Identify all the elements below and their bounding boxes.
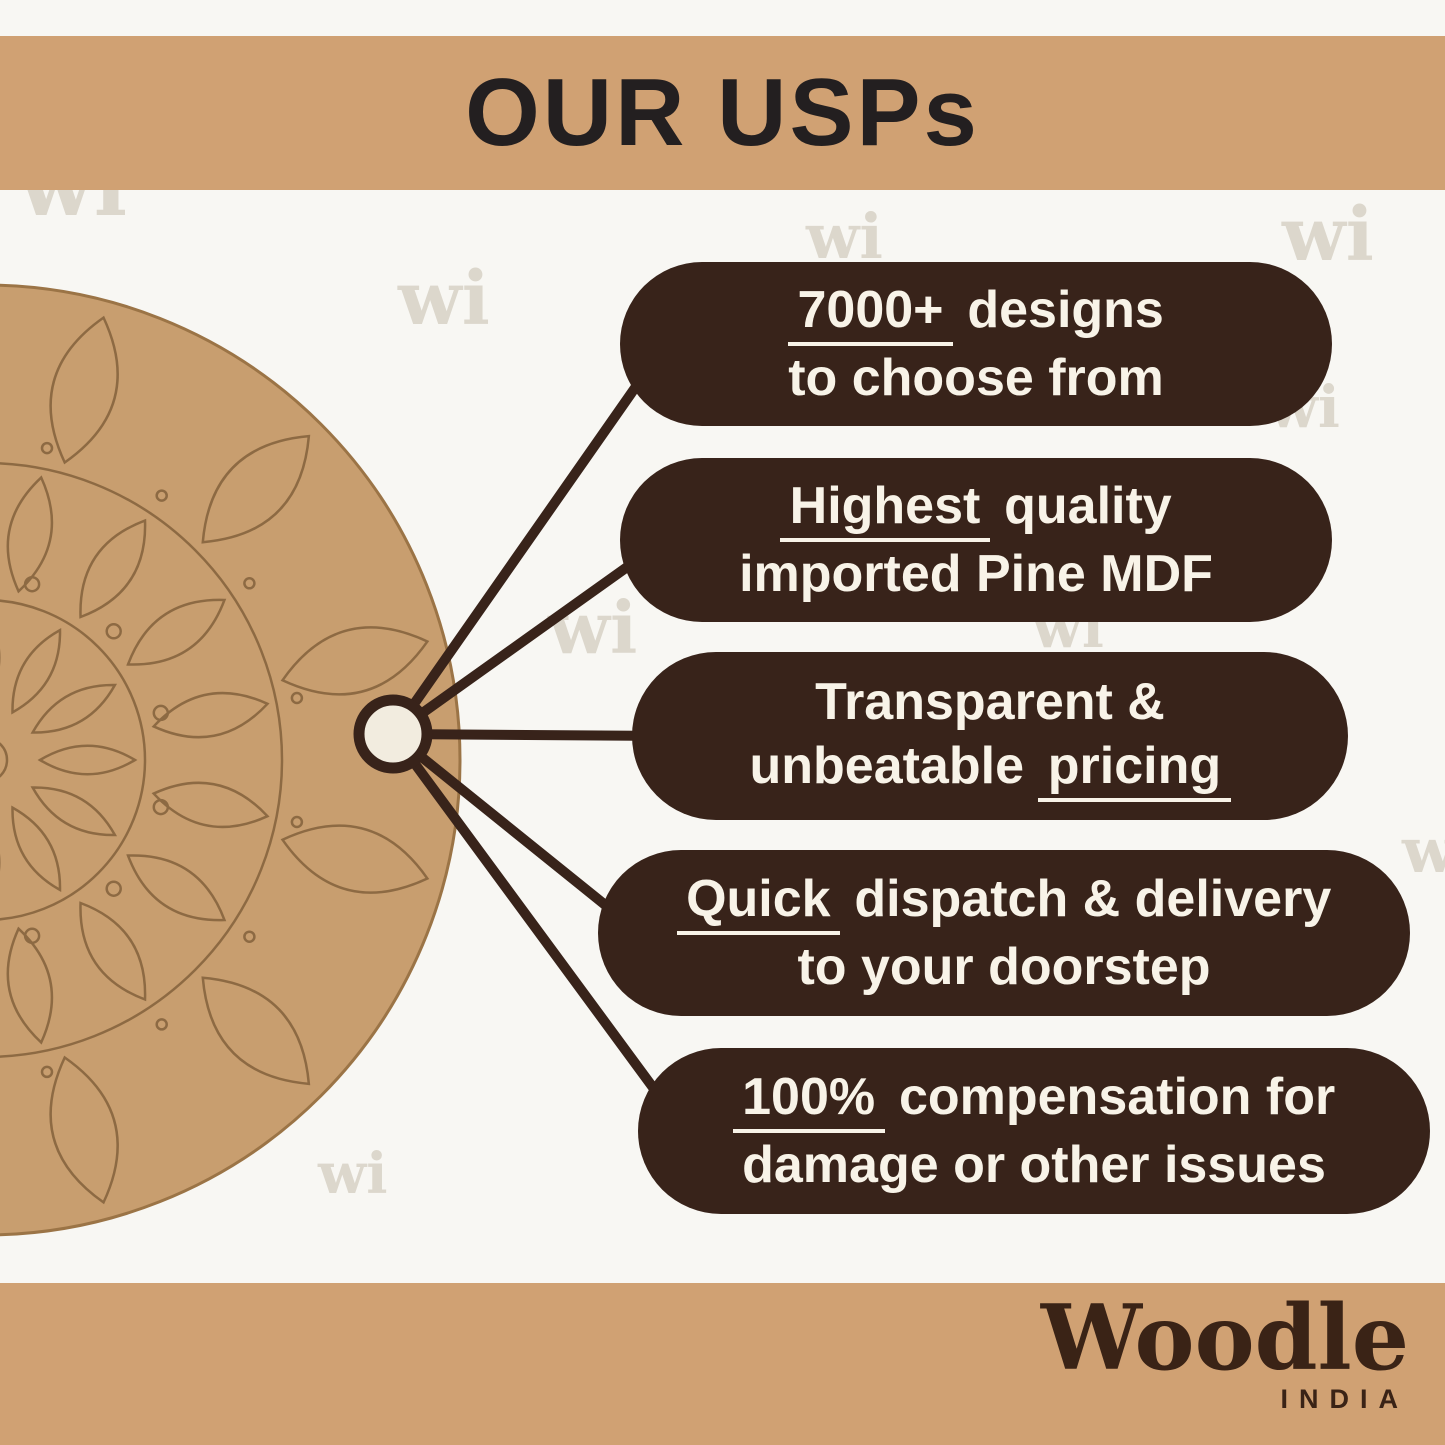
- connector-line: [388, 729, 680, 741]
- usp-text: imported Pine MDF: [739, 544, 1213, 603]
- hub-node: [353, 694, 433, 774]
- usp-text: unbeatable: [749, 737, 1039, 796]
- usp-text-line: 7000+ designs: [620, 278, 1332, 346]
- usp-pill-pricing: Transparent & unbeatable pricing: [632, 652, 1348, 820]
- watermark: wi: [1282, 192, 1374, 278]
- watermark: wi: [398, 256, 490, 342]
- usp-text-line: unbeatable pricing: [632, 734, 1348, 803]
- usp-text: quality: [989, 476, 1172, 535]
- mdf-disc: [0, 283, 462, 1237]
- usp-underlined-text: 100%: [732, 1070, 885, 1133]
- page-title: OUR USPs: [465, 59, 980, 166]
- usp-underlined-text: Highest: [780, 479, 990, 542]
- usp-text-line: Transparent &: [632, 670, 1348, 734]
- brand-country: INDIA: [1280, 1383, 1409, 1414]
- usp-text-line: Quick dispatch & delivery: [598, 867, 1410, 935]
- usp-text: damage or other issues: [742, 1135, 1326, 1194]
- connector-lines: [388, 340, 690, 1136]
- brand-logo: Woodle INDIA: [1041, 1291, 1409, 1415]
- usp-text-line: to choose from: [620, 346, 1332, 410]
- usp-text: to your doorstep: [797, 937, 1211, 996]
- connector-line: [388, 535, 670, 739]
- header-band: OUR USPs: [0, 36, 1445, 190]
- usp-underlined-text: Quick: [676, 872, 840, 935]
- watermark: wi: [806, 200, 883, 273]
- usp-text: dispatch & delivery: [839, 869, 1332, 928]
- usp-text-line: to your doorstep: [598, 935, 1410, 999]
- connector-line: [388, 729, 690, 1136]
- usp-text-line: damage or other issues: [638, 1133, 1430, 1197]
- usp-text: to choose from: [788, 348, 1164, 407]
- usp-pill-dispatch: Quick dispatch & delivery to your doorst…: [598, 850, 1410, 1016]
- usp-underlined-text: 7000+: [788, 283, 953, 346]
- mandala-art: [0, 315, 430, 1205]
- usp-text: designs: [952, 280, 1164, 339]
- footer-band: Woodle INDIA: [0, 1283, 1445, 1445]
- connector-line: [388, 729, 645, 938]
- watermark: wi: [548, 585, 638, 670]
- usp-underlined-text: pricing: [1038, 739, 1231, 803]
- usp-text-line: 100% compensation for: [638, 1065, 1430, 1133]
- brand-name: Woodle: [1040, 1285, 1409, 1391]
- usp-text: compensation for: [884, 1067, 1336, 1126]
- usp-text-line: Highest quality: [620, 474, 1332, 542]
- connector-line: [388, 340, 670, 739]
- usp-pill-compensation: 100% compensation for damage or other is…: [638, 1048, 1430, 1214]
- usp-pill-designs: 7000+ designs to choose from: [620, 262, 1332, 426]
- watermark: wi: [1402, 814, 1445, 887]
- watermark: wi: [318, 1141, 388, 1207]
- usp-pill-quality: Highest quality imported Pine MDF: [620, 458, 1332, 622]
- usp-text: Transparent &: [815, 672, 1165, 731]
- usp-text-line: imported Pine MDF: [620, 542, 1332, 606]
